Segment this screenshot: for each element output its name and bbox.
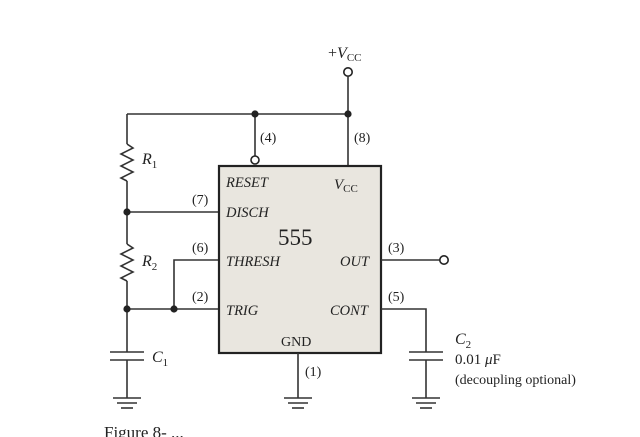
pin-7-label: (7) <box>192 193 209 208</box>
junction-dot <box>123 305 131 313</box>
output-terminal <box>438 255 449 266</box>
cont-wire <box>381 308 427 352</box>
r1-label: R1 <box>141 151 157 171</box>
junction-dot <box>251 110 259 118</box>
vcc-pin-name: VCC <box>334 177 358 195</box>
vcc-terminal <box>342 67 353 78</box>
c2-capacitor-symbol <box>409 351 443 398</box>
reset-inversion-bubble <box>250 155 260 165</box>
ground-symbol <box>113 397 141 409</box>
trig-pin-name: TRIG <box>226 303 259 319</box>
pin-2-label: (2) <box>192 290 209 305</box>
pin-6-label: (6) <box>192 241 209 256</box>
c1-capacitor-symbol <box>110 351 144 398</box>
pin-3-label: (3) <box>388 241 405 256</box>
reset-pin-name: RESET <box>225 175 269 191</box>
r1-resistor-symbol <box>119 143 135 182</box>
out-pin-name: OUT <box>340 254 370 270</box>
pin-4-label: (4) <box>260 131 277 146</box>
c2-label: C2 <box>455 331 471 351</box>
disch-pin-name: DISCH <box>225 205 270 221</box>
ground-symbol <box>412 397 440 409</box>
figure-caption-cropped: Figure 8- ... <box>104 423 184 437</box>
thresh-pin-name: THRESH <box>226 254 282 270</box>
c1-label: C1 <box>152 349 168 369</box>
pin-1-label: (1) <box>305 365 322 380</box>
r2-label: R2 <box>141 253 157 273</box>
chip-part-number: 555 <box>278 225 313 250</box>
ground-symbol <box>284 397 312 409</box>
pin-8-label: (8) <box>354 131 371 146</box>
pin-5-label: (5) <box>388 290 405 305</box>
c2-note: (decoupling optional) <box>455 373 576 388</box>
r2-resistor-symbol <box>119 243 135 282</box>
junction-dot <box>170 305 178 313</box>
gnd-pin-name: GND <box>281 335 311 350</box>
thresh-wire <box>173 259 219 309</box>
svg-text:+VCC: +VCC <box>328 45 362 64</box>
junction-dot <box>344 110 352 118</box>
vcc-supply-label: +VCC <box>328 45 362 64</box>
junction-dot <box>123 208 131 216</box>
cont-pin-name: CONT <box>330 303 369 319</box>
c2-value: 0.01 μF <box>455 352 501 368</box>
